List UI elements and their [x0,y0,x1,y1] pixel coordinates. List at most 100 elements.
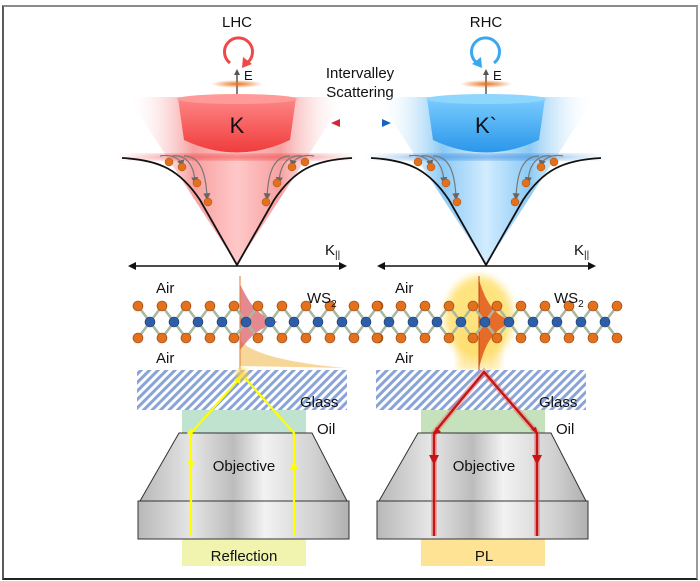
right-bowl-rim [426,94,546,104]
scattering-arrow-left-icon [331,119,340,127]
left-energy-axis-label: E [244,68,253,83]
tungsten-atom [192,316,204,328]
sulfur-atom [324,300,336,312]
sulfur-atom [563,300,575,312]
left-polarization-label: LHC [222,14,252,31]
sulfur-atom [252,332,264,344]
sulfur-atom [443,332,455,344]
sulfur-atom [371,300,383,312]
sulfur-atom [156,332,168,344]
left-decay-profile [240,340,346,368]
tungsten-atom [336,316,348,328]
sulfur-atom [300,300,312,312]
sulfur-atom [587,300,599,312]
right-polarization-label: RHC [470,14,503,31]
left-panel: LHC E K [118,14,356,270]
sulfur-atom [419,300,431,312]
scattering-label-line2: Scattering [326,84,394,101]
right-momentum-axis-arrow-left-icon [377,262,385,270]
right-pl-beam [432,370,539,536]
sulfur-atom [395,300,407,312]
sulfur-atom [443,300,455,312]
right-relaxation-arrows [408,154,564,201]
rhc-circular-arrow-icon [470,36,501,68]
sulfur-atom [204,332,216,344]
sulfur-atom [300,332,312,344]
sulfur-atom [180,332,192,344]
left-dispersion-curve [121,157,353,267]
left-momentum-axis-arrow-left-icon [128,262,136,270]
right-signal-label: PL [475,548,493,565]
sulfur-atom [348,300,360,312]
lhc-circular-arrow-icon [223,36,254,68]
right-air-top-label: Air [395,280,413,297]
left-oil-label: Oil [317,421,335,438]
tungsten-atom [599,316,611,328]
tungsten-atom [383,316,395,328]
tungsten-atom [144,316,156,328]
right-objective-base [376,500,589,540]
left-objective-label: Objective [213,458,276,475]
sulfur-atom [467,332,479,344]
tungsten-atom [312,316,324,328]
sulfur-atom [180,300,192,312]
sulfur-atom [539,332,551,344]
scattering-label-line1: Intervalley [326,65,395,82]
left-photon-disk [211,80,263,88]
left-air-bottom-label: Air [156,350,174,367]
tungsten-atom [479,316,491,328]
left-halo [118,154,356,160]
right-energy-axis-label: E [493,68,502,83]
sulfur-atom [587,332,599,344]
left-energy-axis-arrow-icon [234,69,240,75]
left-valley-label: K [230,113,245,138]
sulfur-atom [276,300,288,312]
sulfur-atom [371,332,383,344]
tungsten-atom [168,316,180,328]
right-material-label: WS2 [554,290,584,310]
sulfur-atom [563,332,575,344]
right-momentum-axis-arrow-right-icon [588,262,596,270]
right-oil-label: Oil [556,421,574,438]
right-valley-cone [377,97,595,265]
sulfur-atom [419,332,431,344]
tungsten-atom [407,316,419,328]
left-material-label: WS2 [307,290,337,310]
left-electrons [164,157,310,207]
left-valley-cone [128,97,346,265]
right-setup: Glass Air Air WS2 Objective Oil PL [371,276,623,566]
right-panel: RHC E K` K|| [367,14,605,270]
sulfur-atom [348,332,360,344]
right-objective-label: Objective [453,458,516,475]
sulfur-atom [467,300,479,312]
tungsten-atom [551,316,563,328]
sulfur-atom [611,332,623,344]
left-momentum-axis-arrow-right-icon [339,262,347,270]
left-valley-bowl [178,95,296,153]
intervalley-scattering: Intervalley Scattering [326,65,395,127]
right-energy-axis-arrow-icon [483,69,489,75]
left-air-top-label: Air [156,280,174,297]
left-signal-label: Reflection [211,548,278,565]
right-beam-arrows-icon [429,427,542,465]
sulfur-atom [204,300,216,312]
sulfur-atom [132,300,144,312]
right-valley-label: K` [475,113,497,138]
right-photon-disk [460,80,512,88]
tungsten-atom [455,316,467,328]
right-momentum-axis-label: K|| [574,242,589,261]
sulfur-atom [228,332,240,344]
tungsten-atom [527,316,539,328]
right-air-bottom-label: Air [395,350,413,367]
tungsten-atom [575,316,587,328]
tungsten-atom [240,316,252,328]
tungsten-atom [360,316,372,328]
sulfur-atom [539,300,551,312]
left-field-profile [240,284,278,350]
sulfur-atom [156,300,168,312]
sulfur-atom [491,332,503,344]
left-glass-label: Glass [300,394,338,411]
tungsten-atom [431,316,443,328]
tungsten-atom [503,316,515,328]
